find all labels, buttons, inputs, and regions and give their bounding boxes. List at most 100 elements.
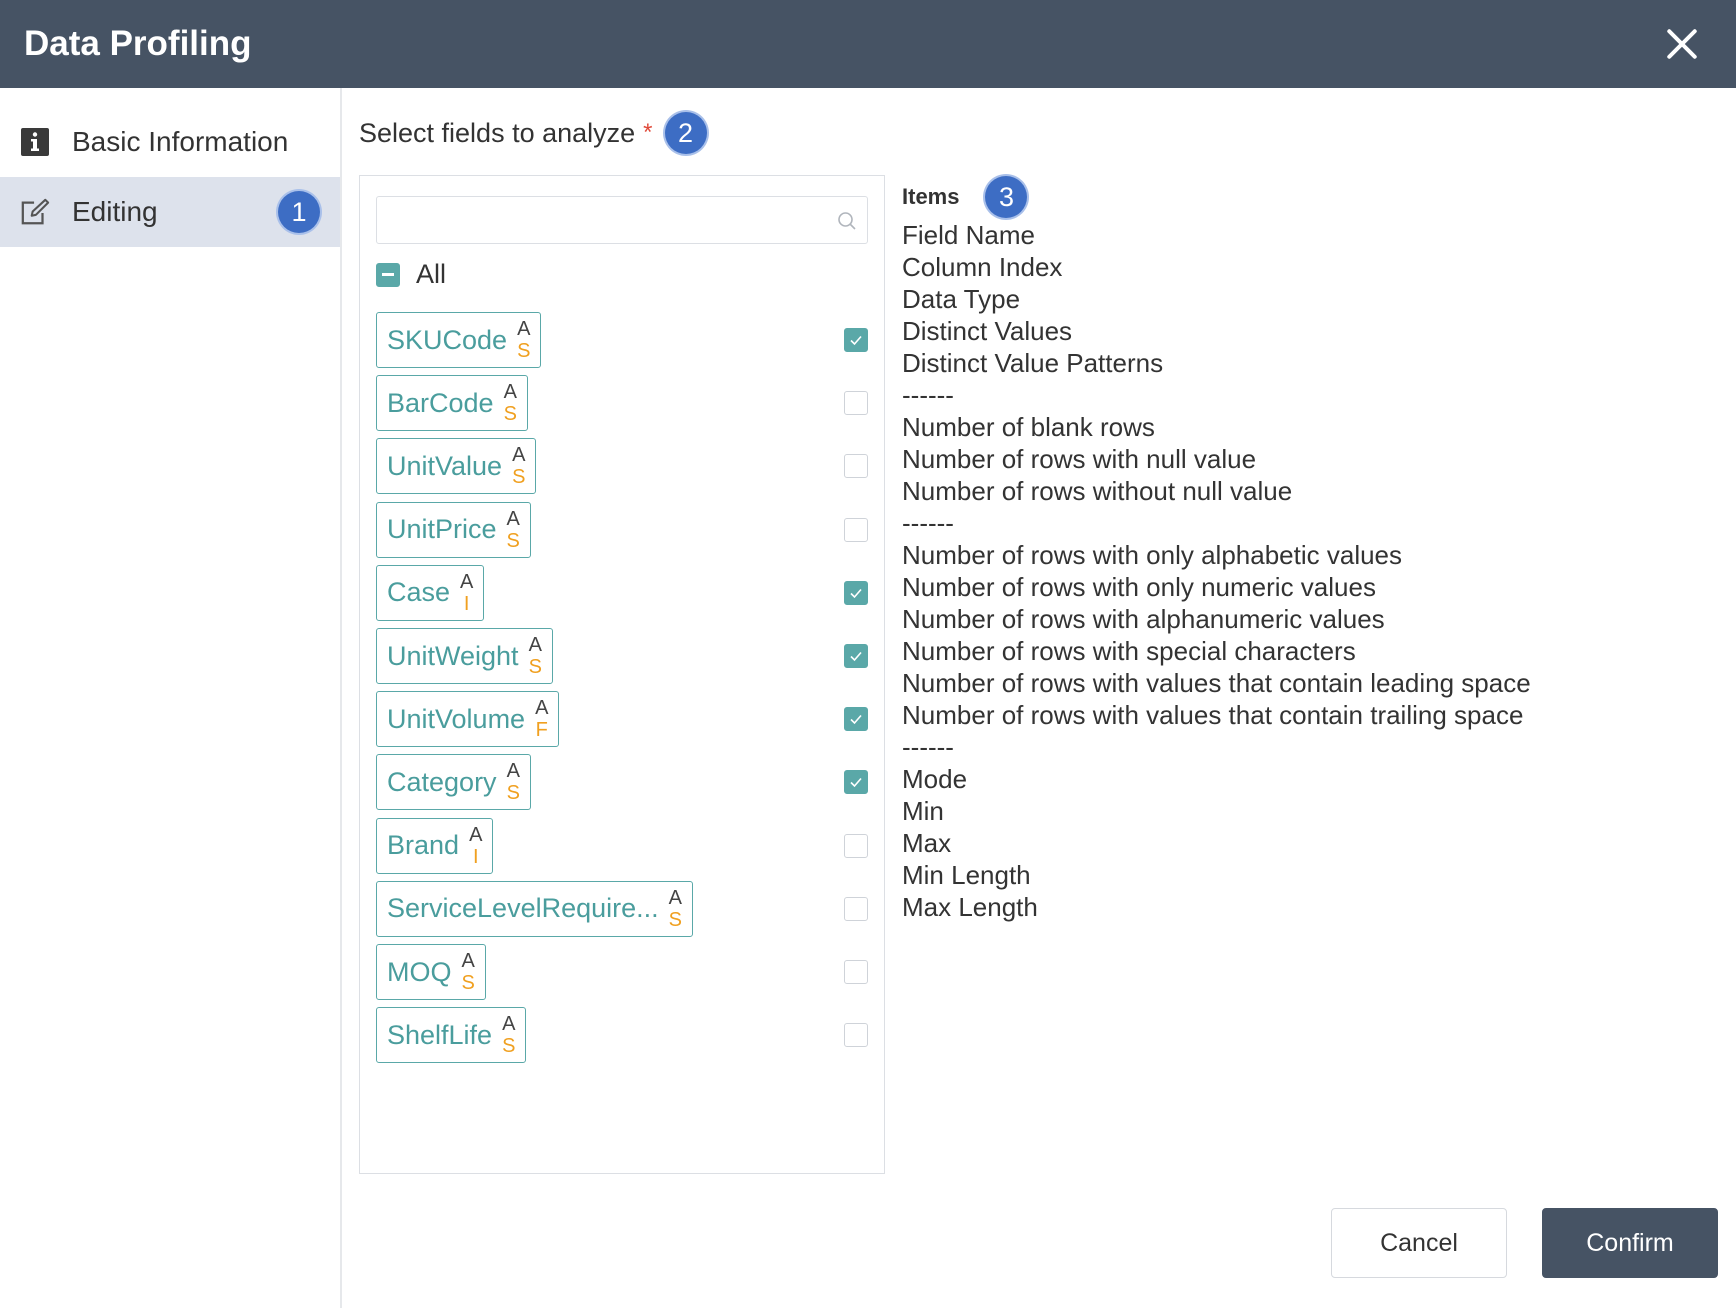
step-badge-2: 2 (664, 112, 707, 154)
field-name: UnitValue (387, 450, 503, 481)
step-badge-3: 3 (985, 176, 1028, 218)
field-checkbox[interactable] (844, 960, 868, 984)
field-name: ServiceLevelRequire... (387, 893, 659, 924)
field-type-bottom: S (502, 1035, 516, 1058)
select-all-checkbox[interactable] (376, 262, 400, 287)
select-all-row[interactable]: All (376, 259, 446, 290)
required-mark: * (643, 119, 653, 146)
items-header: Items 3 (902, 175, 1702, 219)
field-name: UnitVolume (387, 703, 526, 734)
info-icon (20, 127, 50, 157)
field-name: Case (387, 577, 451, 608)
check-icon (850, 715, 862, 725)
field-type-bottom: S (461, 972, 475, 994)
field-type-bottom: S (668, 908, 682, 931)
sidebar: Basic Information Editing 1 (0, 88, 342, 1308)
item-line: Number of rows with only numeric values (902, 572, 1376, 602)
sidebar-item-label: Editing (72, 196, 158, 227)
cancel-button[interactable]: Cancel (1331, 1208, 1507, 1278)
step-badge-1: 1 (278, 191, 320, 233)
edit-icon (20, 197, 50, 227)
item-line: Distinct Value Patterns (902, 348, 1164, 378)
field-type-top: A (528, 634, 542, 656)
sidebar-item-editing[interactable]: Editing 1 (0, 177, 340, 247)
sidebar-item-label: Basic Information (72, 126, 289, 157)
field-type-bottom: S (506, 529, 520, 552)
field-checkbox[interactable] (844, 707, 868, 732)
item-line: Field Name (902, 220, 1035, 250)
field-type-top: A (535, 697, 549, 720)
field-type-bottom: S (528, 656, 542, 678)
item-line: Mode (902, 764, 968, 794)
field-checkbox[interactable] (844, 517, 868, 542)
field-type-top: A (668, 886, 682, 909)
items-separator: ------ (902, 732, 954, 762)
items-title: Items (902, 184, 960, 209)
field-type-top: A (512, 444, 526, 467)
item-line: Number of rows without null value (902, 476, 1293, 506)
field-checkbox[interactable] (844, 580, 868, 605)
field-checkbox[interactable] (844, 1023, 868, 1048)
field-type-top: A (503, 381, 517, 404)
search-input[interactable] (377, 197, 817, 243)
close-icon[interactable] (1660, 22, 1704, 66)
sidebar-item-basic-information[interactable]: Basic Information (0, 107, 340, 177)
field-checkbox[interactable] (844, 328, 868, 352)
items-separator: ------ (902, 380, 954, 410)
field-checkbox[interactable] (844, 644, 868, 668)
check-icon (850, 335, 862, 346)
field-type-top: A (502, 1013, 516, 1036)
item-line: Distinct Values (902, 316, 1073, 346)
field-checkbox[interactable] (844, 833, 868, 858)
field-checkbox[interactable] (844, 770, 868, 795)
select-all-label: All (416, 259, 447, 289)
field-checkbox[interactable] (844, 391, 868, 416)
search-box[interactable] (376, 196, 868, 244)
item-line: Data Type (902, 284, 1021, 314)
field-checkbox[interactable] (844, 454, 868, 479)
field-type-bottom: S (512, 466, 526, 489)
check-icon (850, 778, 862, 788)
field-checkbox[interactable] (844, 896, 868, 921)
confirm-button[interactable]: Confirm (1542, 1208, 1718, 1278)
item-line: Number of rows with values that contain … (902, 700, 1524, 730)
field-type-top: A (469, 823, 483, 846)
fields-section-title: Select fields to analyze * 2 (359, 112, 707, 154)
dialog-header: Data Profiling (0, 0, 1736, 88)
field-name: UnitPrice (387, 514, 497, 545)
field-type-bottom: I (472, 845, 479, 868)
field-type-bottom: F (535, 719, 548, 742)
field-type-bottom: S (506, 782, 520, 805)
item-line: Max (902, 828, 952, 858)
item-line: Column Index (902, 252, 1063, 282)
